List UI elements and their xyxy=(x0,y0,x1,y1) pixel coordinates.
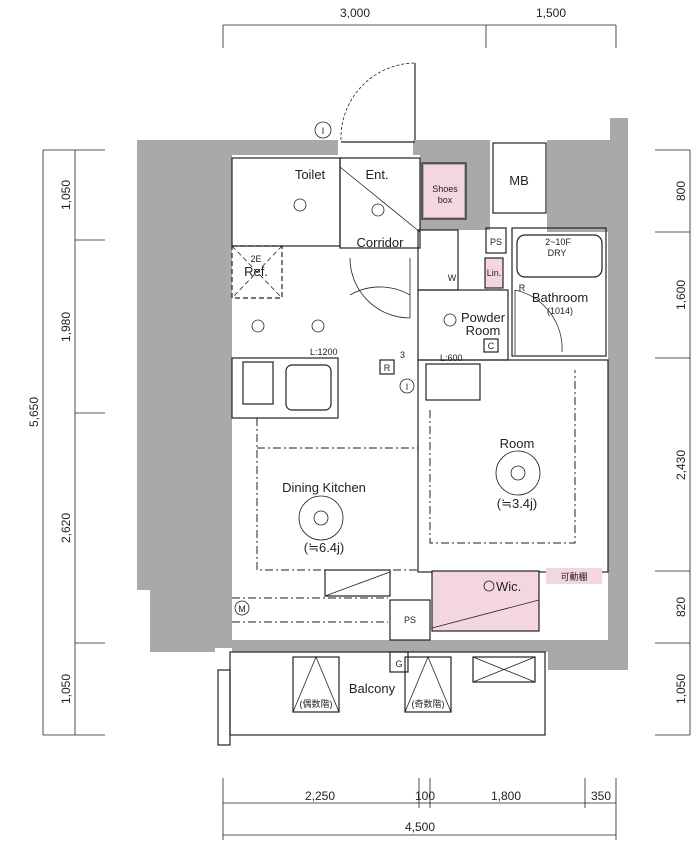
toilet-label: Toilet xyxy=(295,167,326,182)
meter-icon xyxy=(234,600,250,616)
odd-floor-label: (奇数階) xyxy=(412,698,445,709)
intercom-2-label: I xyxy=(406,382,409,392)
dim-bottom-1: 2,250 xyxy=(305,789,335,803)
dim-top-2: 1,500 xyxy=(536,6,566,20)
walls xyxy=(137,118,628,670)
wic-label: Wic. xyxy=(496,579,521,594)
dim-left-total: 5,650 xyxy=(27,397,41,427)
outlet-3-label: 3 xyxy=(400,350,405,360)
left-dimensions: 1,050 1,980 2,620 1,050 5,650 xyxy=(27,149,105,736)
dim-top-1: 3,000 xyxy=(340,6,370,20)
intercom-2-icon xyxy=(399,378,415,394)
bathroom-label: Bathroom xyxy=(532,290,588,305)
room-label: Room xyxy=(500,436,535,451)
top-dimensions: 3,000 1,500 xyxy=(222,6,617,48)
dim-right-3: 2,430 xyxy=(674,450,688,480)
right-dimensions: 800 1,600 2,430 820 1,050 xyxy=(655,149,691,736)
inner-doors xyxy=(339,166,563,355)
entrance-door[interactable] xyxy=(340,62,416,143)
refrigerator-label: Ref. xyxy=(244,264,268,279)
linen-label: Lin. xyxy=(487,268,502,278)
dim-left-4: 1,050 xyxy=(59,674,73,704)
dim-bottom-2: 100 xyxy=(415,789,435,803)
dry-label: DRY xyxy=(548,248,567,258)
balcony xyxy=(217,651,546,746)
remote-label-bath: R xyxy=(519,283,526,293)
shoes-box-label-2: box xyxy=(438,195,453,205)
vanity-length: L:600 xyxy=(440,353,463,363)
dim-right-5: 1,050 xyxy=(674,674,688,704)
gas-label: G xyxy=(395,659,402,669)
kitchen-length: L:1200 xyxy=(310,347,338,357)
entrance-label: Ent. xyxy=(365,167,388,182)
powder-room-label-1: Powder xyxy=(461,310,506,325)
dim-left-3: 2,620 xyxy=(59,513,73,543)
dim-right-1: 800 xyxy=(674,181,688,201)
room-outlines xyxy=(231,142,609,641)
ps-bottom-label: PS xyxy=(404,615,416,625)
bath-heater-label: 2~10F xyxy=(545,237,571,247)
washer-label: W xyxy=(448,273,457,283)
intercom-label: I xyxy=(322,126,325,136)
light-fixtures xyxy=(251,198,541,541)
meter-label: M xyxy=(238,604,246,614)
wic-light-icon xyxy=(483,580,495,592)
bottom-dimensions: 2,250 100 1,800 350 4,500 xyxy=(222,778,617,840)
dim-right-2: 1,600 xyxy=(674,280,688,310)
remote-label: R xyxy=(384,363,391,373)
even-floor-label: (偶数階) xyxy=(300,698,333,709)
dining-kitchen-label: Dining Kitchen xyxy=(282,480,366,495)
intercom-icon xyxy=(314,121,332,139)
room-size: (≒3.4j) xyxy=(497,496,538,511)
dining-kitchen-size: (≒6.4j) xyxy=(304,540,345,555)
powder-room-label-2: Room xyxy=(466,323,501,338)
dim-bottom-4: 350 xyxy=(591,789,611,803)
controller-box xyxy=(483,338,499,353)
ps-top-label: PS xyxy=(490,237,502,247)
outlet-2e-label: 2E xyxy=(250,254,261,264)
remote-box xyxy=(379,359,395,375)
shoes-box xyxy=(424,165,464,217)
movable-shelf-label: 可動棚 xyxy=(560,571,587,582)
dim-right-4: 820 xyxy=(674,597,688,617)
dim-left-2: 1,980 xyxy=(59,312,73,342)
balcony-label: Balcony xyxy=(349,681,396,696)
shoes-box-label-1: Shoes xyxy=(432,184,458,194)
bathroom-size: (1014) xyxy=(547,306,573,316)
controller-label: C xyxy=(488,341,495,351)
dim-bottom-3: 1,800 xyxy=(491,789,521,803)
mb-label: MB xyxy=(509,173,529,188)
dim-left-1: 1,050 xyxy=(59,180,73,210)
dim-bottom-total: 4,500 xyxy=(405,820,435,834)
corridor-label: Corridor xyxy=(357,235,405,250)
